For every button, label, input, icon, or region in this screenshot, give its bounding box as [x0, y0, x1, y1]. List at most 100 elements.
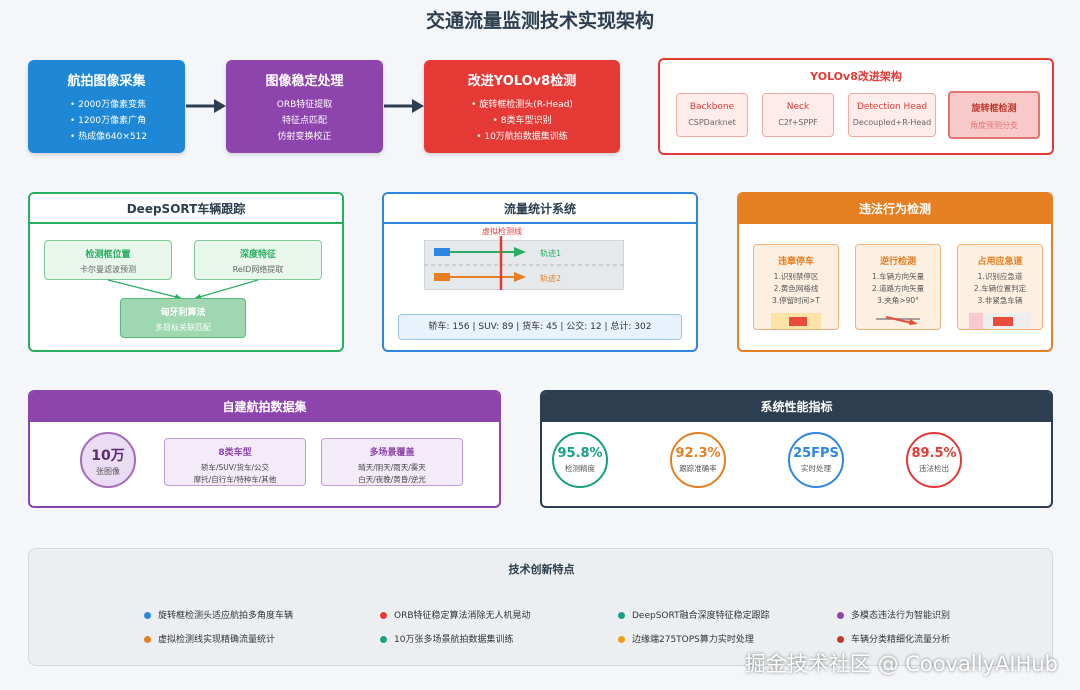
pipeline-line: • 热成像640×512: [70, 132, 148, 142]
metric-tracking-accuracy: 92.3% 跟踪准确率: [670, 432, 726, 488]
feature-text: 边缘端275TOPS算力实时处理: [632, 635, 754, 645]
node-name: 匈牙利算法: [160, 308, 206, 318]
deepsort-node-bbox: 检测框位置 卡尔曼滤波预测: [44, 240, 172, 280]
violation-name: 占用应急道: [977, 257, 1023, 267]
feature-item: 车辆分类精细化流量分析: [837, 632, 950, 645]
pipeline-title: 改进YOLOv8检测: [467, 74, 577, 89]
violation-emergency-lane: 占用应急道 1.识别应急道 2.车辆位置判定 3.非紧急车辆: [957, 244, 1043, 330]
bullet-dot-icon: [837, 636, 844, 643]
track2-label: 轨迹2: [540, 274, 562, 283]
deepsort-node-hungarian: 匈牙利算法 多目标关联匹配: [120, 298, 246, 338]
pipeline-image-stabilization: 图像稳定处理 ORB特征提取 特征点匹配 仿射变换校正: [226, 60, 383, 153]
metric-value: 89.5%: [911, 446, 957, 461]
violation-line: 1.识别应急道: [977, 272, 1023, 281]
module-sub: CSPDarknet: [688, 118, 736, 127]
bullet-dot-icon: [380, 612, 387, 619]
yolo-module-neck: Neck C2f+SPPF: [762, 93, 834, 137]
block-line: 白天/夜晚/黄昏/逆光: [358, 475, 426, 484]
yolo-module-rotated-box: 旋转框检测 角度预测分支: [948, 91, 1040, 139]
node-name: 检测框位置: [85, 250, 131, 260]
bullet-dot-icon: [144, 636, 151, 643]
flow-diagram: [424, 236, 624, 290]
block-line: 轿车/SUV/货车/公交: [201, 463, 269, 472]
pipeline-line: • 10万航拍数据集训练: [476, 132, 568, 142]
violation-line: 3.夹角>90°: [877, 296, 919, 305]
metric-label: 实时处理: [801, 464, 831, 473]
feature-item: ORB特征稳定算法消除无人机晃动: [380, 608, 531, 621]
module-name: 旋转框检测: [971, 104, 1017, 114]
pipeline-line: • 2000万像素变焦: [70, 100, 147, 110]
dataset-title: 自建航拍数据集: [30, 392, 499, 422]
metrics-card: 系统性能指标 95.8% 检测精度 92.3% 跟踪准确率 25FPS 实时处理…: [540, 390, 1053, 508]
violation-title: 违法行为检测: [739, 194, 1051, 224]
deepsort-title: DeepSORT车辆跟踪: [30, 194, 342, 224]
bullet-dot-icon: [618, 612, 625, 619]
features-panel: 技术创新特点 旋转框检测头适应航拍多角度车辆 ORB特征稳定算法消除无人机晃动 …: [28, 548, 1053, 666]
yolo-module-backbone: Backbone CSPDarknet: [676, 93, 748, 137]
node-sub: 多目标关联匹配: [155, 323, 211, 332]
block-name: 8类车型: [218, 448, 252, 458]
violation-illegal-parking: 违章停车 1.识别禁停区 2.黄色网格线 3.停留时间>T: [753, 244, 839, 330]
parking-zone-icon: [771, 313, 821, 329]
track1-label: 轨迹1: [540, 249, 562, 258]
bullet-dot-icon: [618, 636, 625, 643]
flow-title: 流量统计系统: [384, 194, 696, 224]
watermark: 掘金技术社区 @ CoovallyAIHub: [744, 652, 1058, 676]
bullet-dot-icon: [380, 636, 387, 643]
feature-text: 虚拟检测线实现精确流量统计: [158, 635, 276, 645]
feature-item: 边缘端275TOPS算力实时处理: [618, 632, 754, 645]
page-title: 交通流量监测技术实现架构: [425, 10, 654, 32]
module-sub: C2f+SPPF: [778, 118, 818, 127]
metric-label: 违法检出: [919, 464, 949, 473]
metric-label: 跟踪准确率: [679, 464, 717, 473]
metric-label: 检测精度: [565, 464, 595, 473]
violation-line: 2.车辆位置判定: [973, 284, 1027, 293]
emergency-lane-icon: [969, 313, 1031, 329]
deepsort-node-deep-feature: 深度特征 ReID网络提取: [194, 240, 322, 280]
metric-value: 95.8%: [557, 446, 603, 461]
module-sub: 角度预测分支: [970, 121, 1018, 130]
block-name: 多场景覆盖: [369, 448, 415, 458]
dataset-block-vehicle-types: 8类车型 轿车/SUV/货车/公交 摩托/自行车/特种车/其他: [164, 438, 306, 486]
dataset-card: 自建航拍数据集 10万 张图像 8类车型 轿车/SUV/货车/公交 摩托/自行车…: [28, 390, 501, 508]
metric-violation-detection: 89.5% 违法检出: [906, 432, 962, 488]
metric-detection-accuracy: 95.8% 检测精度: [552, 432, 608, 488]
dataset-count-circle: 10万 张图像: [80, 432, 136, 488]
pipeline-line: • 1200万像素广角: [70, 116, 147, 126]
feature-text: 旋转框检测头适应航拍多角度车辆: [158, 611, 294, 621]
metric-realtime-fps: 25FPS 实时处理: [788, 432, 844, 488]
feature-item: DeepSORT融合深度特征稳定跟踪: [618, 608, 770, 621]
yolo-title: YOLOv8改进架构: [810, 70, 902, 83]
violation-line: 1.识别禁停区: [773, 272, 819, 281]
yolo-architecture-card: YOLOv8改进架构 Backbone CSPDarknet Neck C2f+…: [658, 58, 1054, 155]
arrow-right-icon: [186, 99, 226, 113]
pipeline-line: • 旋转框检测头(R-Head): [471, 100, 573, 110]
virtual-line-label: 虚拟检测线: [482, 227, 522, 236]
feature-item: 旋转框检测头适应航拍多角度车辆: [144, 608, 293, 621]
dataset-count: 10万: [91, 448, 125, 464]
pipeline-line: • 8类车型识别: [492, 116, 552, 126]
feature-text: 10万张多场景航拍数据集训练: [394, 635, 514, 645]
bullet-dot-icon: [837, 612, 844, 619]
violation-name: 违章停车: [777, 257, 814, 267]
violation-line: 3.非紧急车辆: [977, 296, 1023, 305]
deepsort-card: DeepSORT车辆跟踪 检测框位置 卡尔曼滤波预测 深度特征 ReID网络提取…: [28, 192, 344, 352]
feature-item: 多模态违法行为智能识别: [837, 608, 950, 621]
violation-line: 1.车辆方向矢量: [871, 272, 925, 281]
dataset-count-label: 张图像: [96, 467, 120, 476]
feature-text: 多模态违法行为智能识别: [851, 611, 951, 621]
node-sub: 卡尔曼滤波预测: [80, 265, 136, 274]
block-line: 晴天/阴天/雨天/雾天: [358, 463, 426, 472]
module-name: Backbone: [689, 102, 735, 112]
feature-item: 10万张多场景航拍数据集训练: [380, 632, 513, 645]
feature-text: ORB特征稳定算法消除无人机晃动: [394, 611, 531, 621]
violation-line: 3.停留时间>T: [771, 296, 821, 305]
pipeline-line: ORB特征提取: [276, 100, 333, 110]
pipeline-line: 仿射变换校正: [277, 132, 332, 142]
bullet-dot-icon: [144, 612, 151, 619]
violation-line: 2.黄色网格线: [773, 284, 819, 293]
metric-value: 25FPS: [793, 446, 839, 461]
metric-value: 92.3%: [675, 446, 721, 461]
pipeline-title: 图像稳定处理: [265, 74, 344, 89]
yolo-module-detection-head: Detection Head Decoupled+R-Head: [848, 93, 936, 137]
